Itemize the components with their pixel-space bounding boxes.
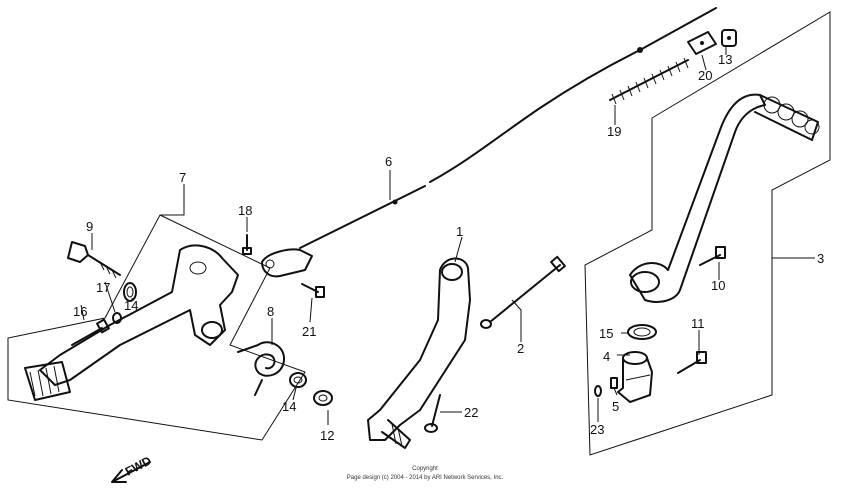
kick-starter-spindle[interactable] <box>617 351 653 403</box>
callout-4: 4 <box>603 349 610 364</box>
arrow-icon <box>111 461 151 483</box>
pedal-pivot-bolt[interactable] <box>67 241 121 279</box>
copyright-line-1: Copyright <box>412 466 438 472</box>
leader-lines <box>80 45 815 425</box>
brake-spring[interactable] <box>609 57 689 105</box>
callout-7: 7 <box>179 170 186 185</box>
brake-rod[interactable] <box>299 7 717 249</box>
return-spring[interactable] <box>237 341 286 396</box>
seal-ring[interactable] <box>627 324 657 340</box>
kick-starter-group-outline <box>584 11 831 456</box>
copyright-line-2: Page design (c) 2004 - 2014 by ARI Netwo… <box>347 475 504 481</box>
rod-joint[interactable] <box>687 31 717 55</box>
copyright-footer: Copyright Page design (c) 2004 - 2014 by… <box>347 466 504 481</box>
pivot-bolt[interactable] <box>480 255 566 329</box>
rod-bolt[interactable] <box>301 283 325 298</box>
pedal-stop-bolt[interactable] <box>71 318 110 346</box>
callout-22: 22 <box>464 405 478 420</box>
callout-14-upper: 14 <box>124 298 138 313</box>
forward-direction-indicator: FWD <box>111 453 154 483</box>
brake-pedal[interactable] <box>24 244 239 401</box>
callout-16: 16 <box>73 304 87 319</box>
callout-21: 21 <box>302 324 316 339</box>
callout-20: 20 <box>698 68 712 83</box>
callout-6: 6 <box>385 154 392 169</box>
callout-10: 10 <box>711 278 725 293</box>
callout-17: 17 <box>96 280 110 295</box>
callout-2: 2 <box>517 341 524 356</box>
fwd-label: FWD <box>123 453 154 478</box>
washer-upper[interactable] <box>123 282 137 302</box>
small-bolt[interactable] <box>242 234 252 255</box>
callout-12: 12 <box>320 428 334 443</box>
spindle-pin[interactable] <box>610 377 618 389</box>
lever-bolt[interactable] <box>424 394 441 433</box>
kick-starter-arm[interactable] <box>629 93 820 303</box>
spindle-bolt[interactable] <box>677 351 707 374</box>
rod-nut[interactable] <box>721 29 737 47</box>
callout-15: 15 <box>599 326 613 341</box>
brake-pedal-group-outline <box>7 214 306 441</box>
callout-8: 8 <box>267 304 274 319</box>
callout-3: 3 <box>817 251 824 266</box>
callout-numbers: 1 2 3 4 5 6 7 8 9 10 11 12 13 14 14 15 1… <box>73 52 824 443</box>
washer-lower[interactable] <box>289 372 307 388</box>
callout-5: 5 <box>612 399 619 414</box>
callout-11: 11 <box>691 316 705 331</box>
spindle-clip[interactable] <box>594 385 602 397</box>
pivot-nut[interactable] <box>313 390 333 406</box>
callout-14-lower: 14 <box>282 399 296 414</box>
kick-arm-bolt[interactable] <box>699 246 726 266</box>
callout-9: 9 <box>86 219 93 234</box>
callout-23: 23 <box>590 422 604 437</box>
callout-1: 1 <box>456 224 463 239</box>
brake-arm[interactable] <box>367 257 471 449</box>
callout-18: 18 <box>238 203 252 218</box>
cotter-pin[interactable] <box>112 312 122 324</box>
callout-13: 13 <box>718 52 732 67</box>
callout-19: 19 <box>607 124 621 139</box>
rod-clevis[interactable] <box>261 248 313 278</box>
